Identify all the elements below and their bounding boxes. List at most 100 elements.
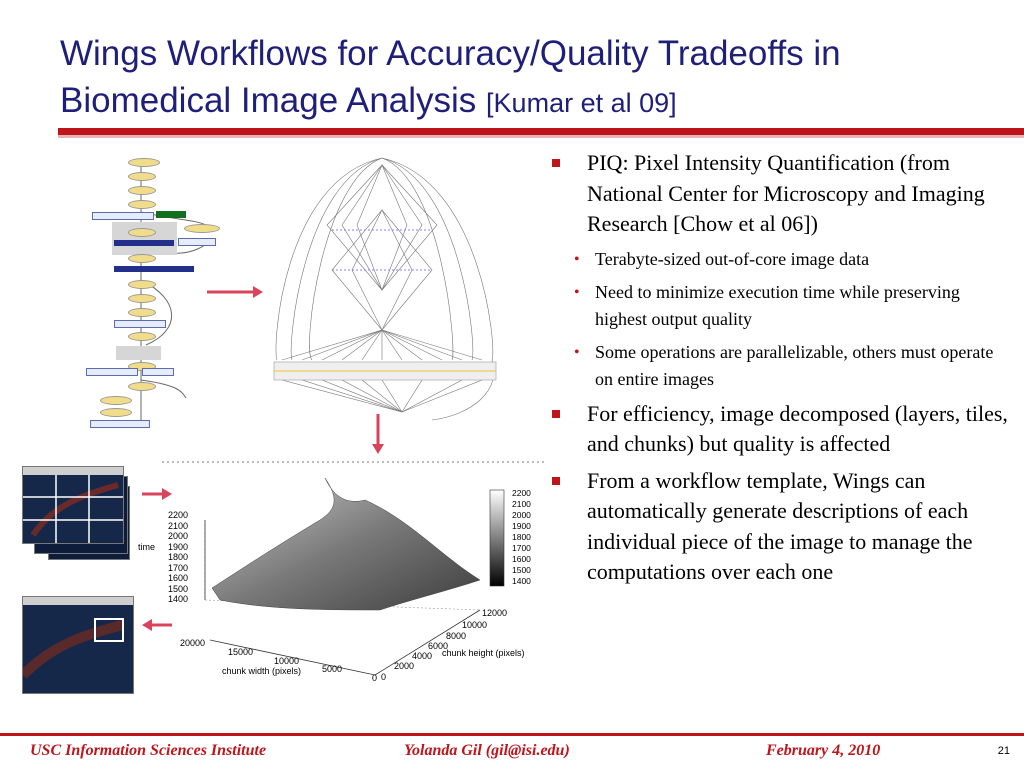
square-bullet-icon xyxy=(552,409,560,418)
workflow-data-box xyxy=(114,320,166,328)
title-divider xyxy=(58,128,1024,135)
chunk-view xyxy=(23,605,133,693)
workflow-node xyxy=(100,396,132,405)
workflow-gray-band xyxy=(116,346,161,360)
colorbar-tick-label: 1700 xyxy=(512,543,531,553)
y-tick-label: 0 xyxy=(381,672,387,682)
workflow-data-box xyxy=(86,368,138,376)
workflow-node xyxy=(100,408,132,417)
workflow-data-box-dark xyxy=(114,240,174,246)
slide-title: Wings Workflows for Accuracy/Quality Tra… xyxy=(60,30,1000,127)
x-tick-label: 0 xyxy=(372,673,378,683)
colorbar-tick-label: 1800 xyxy=(512,532,531,542)
arrow-right-icon xyxy=(207,286,263,298)
z-tick-label: 1400 xyxy=(168,594,189,604)
arrow-left-icon xyxy=(142,619,172,631)
x-tick-label: 15000 xyxy=(228,647,254,657)
colorbar-tick-label: 1500 xyxy=(512,565,531,575)
dot-bullet-icon: • xyxy=(574,343,580,361)
title-divider-shadow xyxy=(58,135,1024,138)
y-axis-label: chunk height (pixels) xyxy=(442,648,525,658)
z-tick-label: 1900 xyxy=(168,541,189,552)
workflow-node xyxy=(128,332,156,341)
sub-bullet-text: Terabyte-sized out-of-core image data xyxy=(595,248,870,269)
z-tick-label: 2000 xyxy=(168,531,189,541)
square-bullet-icon xyxy=(552,159,560,167)
x-tick-label: 5000 xyxy=(322,664,343,674)
bullet-text: From a workflow template, Wings can auto… xyxy=(587,467,973,585)
workflow-template-figure xyxy=(86,150,220,435)
colorbar-tick-label: 1600 xyxy=(512,554,531,564)
y-tick-label: 8000 xyxy=(446,631,467,641)
workflow-data-box xyxy=(142,368,174,376)
workflow-data-box xyxy=(90,420,150,428)
dot-bullet-icon: • xyxy=(574,250,580,268)
workflow-node xyxy=(128,280,156,289)
workflow-data-box-dark xyxy=(114,266,194,272)
image-tiles-screenshot xyxy=(22,466,124,544)
bullet-item: For efficiency, image decomposed (layers… xyxy=(550,399,1014,460)
y-tick-label: 2000 xyxy=(394,661,415,671)
plot-z-label: time xyxy=(138,542,156,552)
bullet-list: PIQ: Pixel Intensity Quantification (fro… xyxy=(550,148,1014,594)
footer-divider xyxy=(0,733,1024,736)
surface-plot-svg xyxy=(162,461,546,676)
screenshot-toolbar xyxy=(23,467,123,475)
z-tick-label: 1500 xyxy=(168,583,189,594)
colorbar-tick-label: 2000 xyxy=(512,510,531,520)
workflow-data-box xyxy=(92,212,154,220)
arrow-down-icon xyxy=(372,414,384,454)
colorbar-tick-label: 2100 xyxy=(512,499,531,509)
workflow-node xyxy=(128,200,156,209)
slide-title-citation: [Kumar et al 09] xyxy=(486,88,677,118)
workflow-node xyxy=(128,228,156,237)
z-tick-label: 1700 xyxy=(168,562,189,573)
screenshot-toolbar xyxy=(23,597,133,605)
square-bullet-icon xyxy=(552,476,560,485)
slide-title-line2-wrap: Biomedical Image Analysis [Kumar et al 0… xyxy=(60,77,1000,127)
sub-bullet-text: Need to minimize execution time while pr… xyxy=(595,281,960,329)
colorbar-tick-label: 2200 xyxy=(512,488,531,498)
workflow-instance-figure xyxy=(272,150,502,430)
footer-institute: USC Information Sciences Institute xyxy=(30,742,267,759)
tile-grid xyxy=(23,475,123,543)
footer-author: Yolanda Gil (gil@isi.edu) xyxy=(404,742,570,759)
workflow-node xyxy=(128,254,156,263)
bullet-text: For efficiency, image decomposed (layers… xyxy=(587,400,1008,457)
x-tick-label: 10000 xyxy=(274,656,300,666)
sub-bullet-text: Some operations are parallelizable, othe… xyxy=(595,341,994,389)
bullet-item: PIQ: Pixel Intensity Quantification (fro… xyxy=(550,148,1014,240)
workflow-node xyxy=(128,382,156,391)
z-tick-label: 2100 xyxy=(168,520,189,531)
workflow-instance-graph xyxy=(273,157,497,421)
sub-bullet-item: • Need to minimize execution time while … xyxy=(513,279,1014,333)
footer-date: February 4, 2010 xyxy=(766,742,881,759)
y-tick-label: 6000 xyxy=(428,641,449,651)
arrow-right-icon xyxy=(142,488,172,500)
plot-z-ticks: 2200 2100 2000 1900 1800 1700 1600 1500 … xyxy=(168,510,200,605)
workflow-node xyxy=(128,308,156,317)
surface-plot: time 2200 2100 2000 1900 1800 1700 1600 … xyxy=(138,460,546,685)
bullet-item: From a workflow template, Wings can auto… xyxy=(550,466,1014,588)
workflow-gray-band xyxy=(112,222,177,255)
x-axis-label: chunk width (pixels) xyxy=(222,666,302,676)
colorbar-tick-label: 1900 xyxy=(512,521,531,531)
z-tick-label: 1800 xyxy=(168,552,189,562)
y-tick-label: 12000 xyxy=(482,608,508,618)
colorbar-tick-label: 1400 xyxy=(512,576,531,586)
z-tick-label: 2200 xyxy=(168,510,189,520)
y-tick-label: 10000 xyxy=(462,620,488,630)
z-tick-label: 1600 xyxy=(168,573,189,583)
workflow-node xyxy=(128,294,156,303)
sub-bullet-item: • Terabyte-sized out-of-core image data xyxy=(513,246,1014,273)
workflow-node xyxy=(128,158,160,167)
workflow-node xyxy=(184,224,220,233)
workflow-data-box xyxy=(178,238,216,246)
bullet-text: PIQ: Pixel Intensity Quantification (fro… xyxy=(587,150,985,236)
colorbar-ticks: 2200 2100 2000 1900 1800 1700 1600 1500 … xyxy=(512,488,546,587)
slide-title-line1: Wings Workflows for Accuracy/Quality Tra… xyxy=(60,34,841,73)
sub-bullet-item: • Some operations are parallelizable, ot… xyxy=(513,339,1014,393)
dot-bullet-icon: • xyxy=(574,283,580,301)
workflow-data-box-green xyxy=(156,211,186,218)
page-number: 21 xyxy=(997,745,1010,757)
